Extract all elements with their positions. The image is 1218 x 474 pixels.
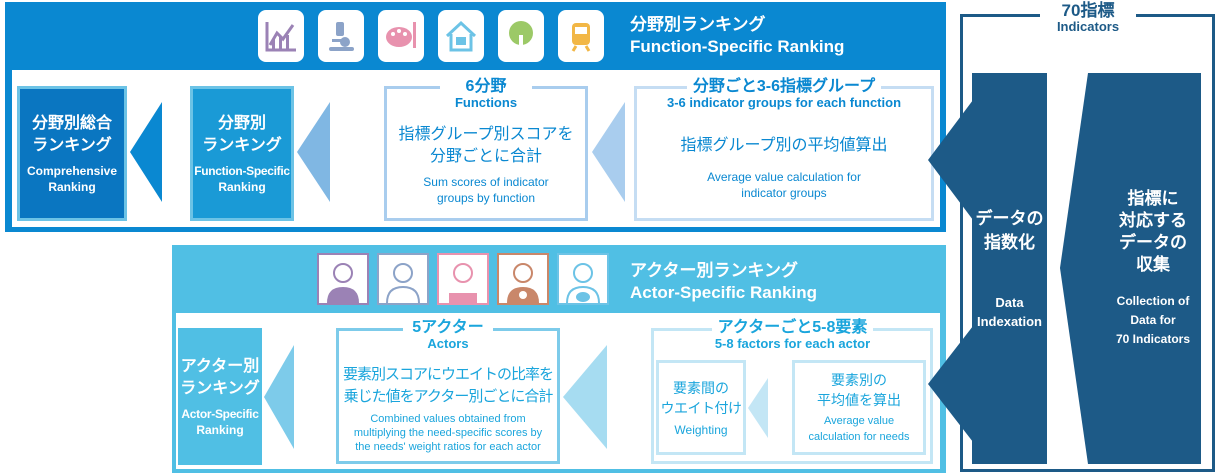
train-icon <box>558 10 604 62</box>
label: Average value <box>823 415 895 427</box>
indicators-legend: 70指標 Indicators <box>1040 1 1136 35</box>
data-collection-column: 指標に 対応する データの 収集 Collection of Data for … <box>1105 73 1201 464</box>
label: 対応する <box>1119 211 1187 230</box>
label: 乗じた値をアクター別ごとに合計 <box>343 388 554 405</box>
legend-en: Actors <box>427 336 469 351</box>
actor-ranking-box: アクター別 ランキング Actor-Specific Ranking <box>178 328 262 465</box>
weighting-box: 要素間の ウエイト付け Weighting <box>656 360 746 455</box>
house-icon <box>438 10 484 62</box>
label: 要素別の <box>831 372 887 388</box>
title-jp: アクター別ランキング <box>630 261 798 280</box>
arrow-left <box>748 378 768 438</box>
label: データの <box>975 208 1044 228</box>
average-box: 要素別の 平均値を算出 Average value calculation fo… <box>792 360 926 455</box>
arrow-left <box>297 102 330 202</box>
function-ranking-box: 分野別 ランキング Function-Specific Ranking <box>190 86 294 221</box>
tree-icon <box>498 10 544 62</box>
function-icons <box>258 10 604 62</box>
label: 指標グループ別の平均値算出 <box>680 136 888 154</box>
label: ランキング <box>32 136 112 154</box>
researcher-icon <box>377 253 429 305</box>
arrow-left <box>130 102 162 202</box>
actor-section-title: アクター別ランキング Actor-Specific Ranking <box>630 260 817 304</box>
factors-legend: アクターごと5-8要素 5-8 factors for each actor <box>670 320 915 352</box>
title-jp: 分野別ランキング <box>630 15 766 34</box>
label: Collection of <box>1116 294 1190 308</box>
label: 分野別総合 <box>31 114 112 132</box>
label: ランキング <box>180 379 260 397</box>
label: Average value calculation for <box>707 169 861 184</box>
arrow-left <box>592 102 625 202</box>
label: Ranking <box>48 179 96 194</box>
label: 収集 <box>1136 255 1170 274</box>
label: the needs' weight ratios for each actor <box>355 441 541 453</box>
actors-legend: 5アクター Actors <box>403 320 493 352</box>
data-indexation-column: データの 指数化 Data Indexation <box>972 73 1047 464</box>
legend-jp: 70指標 <box>1061 1 1115 20</box>
label: Comprehensive <box>26 163 118 178</box>
label: groups by function <box>436 190 536 205</box>
legend-en: Functions <box>454 95 518 110</box>
label: 分野別 <box>217 114 266 132</box>
label: Combined values obtained from <box>370 413 526 425</box>
label: calculation for needs <box>808 431 910 443</box>
title-en: Function-Specific Ranking <box>630 37 845 56</box>
arrow-left <box>563 345 607 449</box>
label: 平均値を算出 <box>817 392 901 408</box>
label: Actor-Specific <box>181 406 259 421</box>
label: Ranking <box>218 179 266 194</box>
label: 分野ごとに合計 <box>429 147 542 165</box>
label: 指数化 <box>984 232 1035 252</box>
label: Weighting <box>674 422 728 437</box>
label: Data for <box>1130 313 1176 327</box>
label: 70 Indicators <box>1115 332 1191 346</box>
legend-en: 3-6 indicator groups for each function <box>638 95 930 111</box>
photographer-icon <box>497 253 549 305</box>
label: Data <box>995 294 1024 310</box>
label: 要素間の <box>673 379 729 396</box>
label: Ranking <box>196 422 244 437</box>
label: indicator groups <box>741 185 827 200</box>
arrow-left <box>928 100 973 220</box>
function-section-title: 分野別ランキング Function-Specific Ranking <box>630 14 844 58</box>
label: Sum scores of indicator <box>423 174 549 189</box>
chart-growth-icon <box>258 10 304 62</box>
label: アクター別 <box>180 357 260 375</box>
businessman-icon <box>317 253 369 305</box>
legend-jp: アクターごと5-8要素 <box>711 320 874 336</box>
parent-icon <box>557 253 609 305</box>
label: ランキング <box>202 136 282 154</box>
label: 指標グループ別スコアを <box>398 125 574 143</box>
legend-jp: 5アクター <box>412 319 484 336</box>
legend-en: 5-8 factors for each actor <box>670 336 915 352</box>
legend-jp: 分野ごと3-6指標グループ <box>686 79 882 95</box>
title-en: Actor-Specific Ranking <box>630 283 818 302</box>
functions-legend: 6分野 Functions <box>440 79 532 111</box>
arrow-left <box>264 345 294 449</box>
chevron-left-icon <box>1060 73 1106 464</box>
actor-icons <box>317 253 609 305</box>
microscope-icon <box>318 10 364 62</box>
label: 指標に <box>1127 189 1179 208</box>
indicator-groups-legend: 分野ごと3-6指標グループ 3-6 indicator groups for e… <box>638 79 930 111</box>
comprehensive-ranking-box: 分野別総合 ランキング Comprehensive Ranking <box>17 86 127 221</box>
palette-icon <box>378 10 424 62</box>
legend-en: Indicators <box>1056 19 1120 34</box>
label: 要素別スコアにウエイトの比率を <box>342 366 554 383</box>
label: Function-Specific <box>194 163 290 178</box>
label: ウエイト付け <box>660 399 743 416</box>
arrow-left <box>928 326 973 442</box>
label: multiplying the need-specific scores by <box>353 427 543 439</box>
label: Indexation <box>976 313 1042 329</box>
artist-icon <box>437 253 489 305</box>
legend-jp: 6分野 <box>465 78 507 95</box>
label: データの <box>1119 233 1187 252</box>
